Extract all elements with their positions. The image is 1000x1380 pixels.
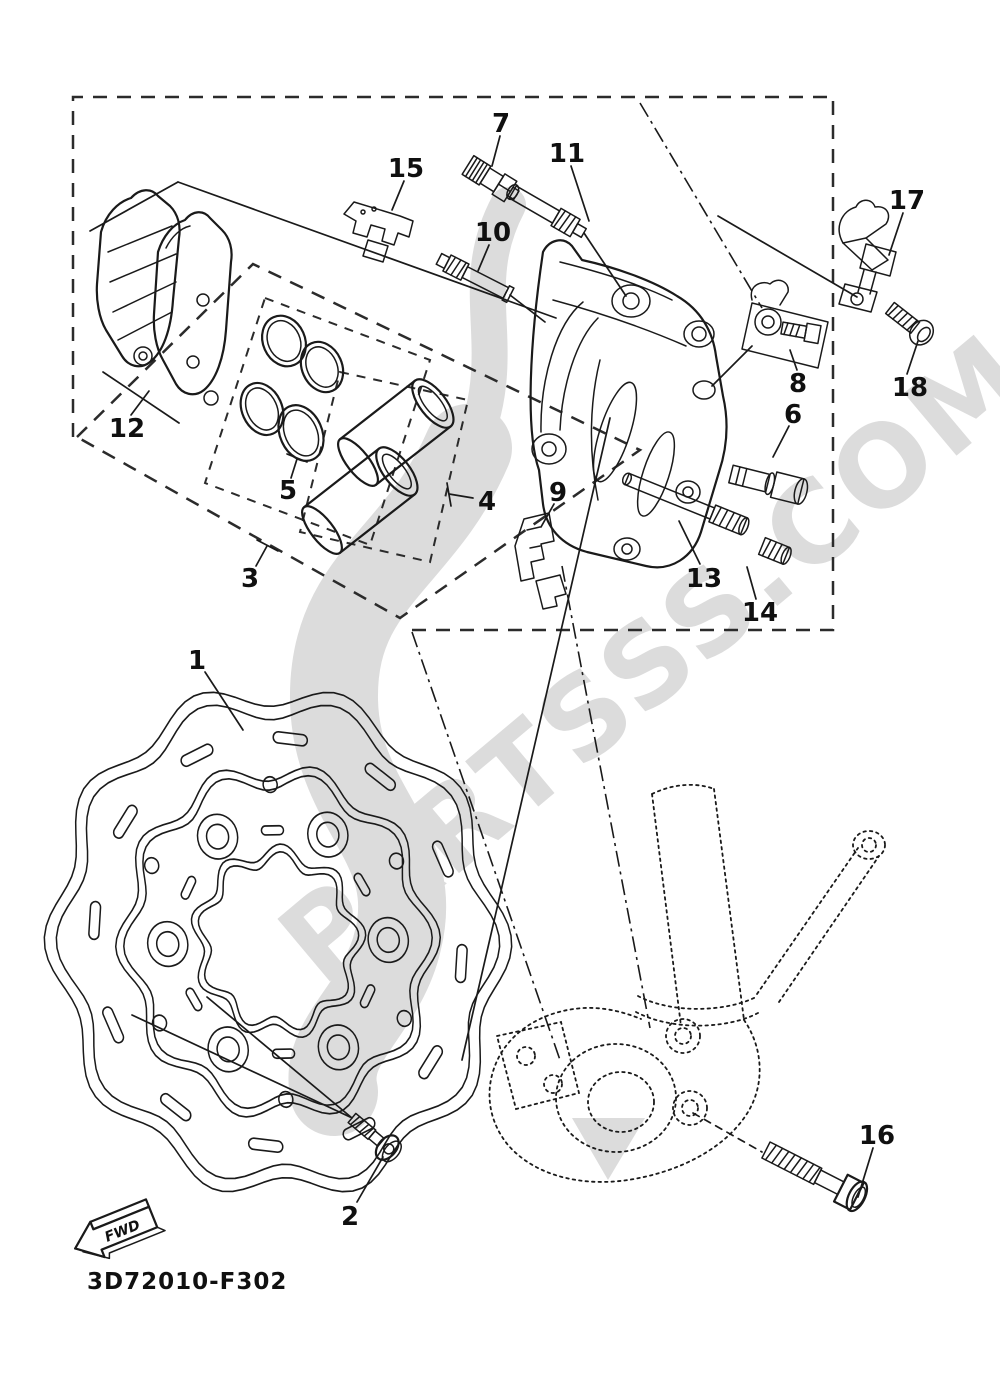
slide-pin	[728, 464, 809, 505]
pad-pin	[621, 472, 750, 536]
hose-joint	[741, 279, 829, 369]
callout-1-label: 1	[188, 646, 206, 676]
fwd-arrow-outline-icon	[74, 1205, 159, 1259]
callout-13-label: 13	[686, 564, 722, 594]
watermark-flame-drop-icon	[572, 1118, 645, 1180]
callout-2-leader	[356, 1156, 384, 1203]
callout-7-label: 7	[492, 109, 510, 139]
callout-9-leader	[540, 503, 555, 528]
front-fork	[488, 784, 886, 1183]
callout-14-label: 14	[742, 598, 778, 628]
callout-5-leader	[286, 453, 308, 463]
pin-bolt-11	[506, 183, 587, 239]
callout-13-leader	[678, 520, 701, 565]
callout-1-leader	[204, 671, 244, 731]
pin-bolt-10	[435, 252, 515, 304]
callout-4-label: 4	[478, 487, 496, 517]
callout-6-leader	[772, 425, 790, 458]
caliper-body	[529, 239, 728, 569]
callout-8-leader	[789, 349, 798, 371]
watermark: PARTSSS.COM	[256, 187, 1000, 1180]
bolt-18	[884, 301, 935, 346]
callout-18-leader	[906, 340, 919, 375]
callout-2-label: 2	[341, 1202, 359, 1232]
bleed-screw	[461, 154, 520, 203]
hose-bracket	[838, 199, 897, 313]
caliper-mount-bolt	[761, 1141, 869, 1213]
callout-5-leader	[290, 458, 298, 479]
callout-15-leader	[391, 180, 405, 211]
callout-12-label: 12	[109, 414, 145, 444]
callout-18-label: 18	[892, 373, 928, 403]
callout-10-leader	[477, 244, 490, 272]
reference-lines	[89, 102, 858, 1153]
callout-4-leader	[446, 482, 452, 507]
fwd-arrow: FWD	[74, 1198, 166, 1260]
callout-4-leader	[448, 493, 474, 499]
callout-8-label: 8	[789, 369, 807, 399]
callout-16-label: 16	[859, 1121, 895, 1151]
callout-12-leader	[130, 390, 150, 416]
caliper-pistons	[301, 378, 455, 555]
callout-7-leader	[491, 135, 501, 167]
callout-10-label: 10	[475, 218, 511, 248]
callout-6-label: 6	[784, 400, 802, 430]
callout-17-label: 17	[889, 186, 925, 216]
callout-11-label: 11	[549, 139, 585, 169]
brake-pads	[95, 189, 233, 406]
callout-16-leader	[857, 1147, 874, 1198]
piston-set-box	[298, 370, 470, 564]
callout-3-leader	[255, 545, 268, 567]
disc-bolt	[347, 1112, 402, 1163]
callout-5-label: 5	[279, 476, 297, 506]
caliper-assembly-box	[71, 95, 835, 632]
callout-17-leader	[888, 212, 904, 256]
callout-3-label: 3	[241, 564, 259, 594]
pin-plug	[757, 536, 792, 565]
callout-11-leader	[570, 165, 590, 222]
callout-9-label: 9	[549, 478, 567, 508]
callout-15-label: 15	[388, 154, 424, 184]
pad-retainer	[343, 201, 414, 263]
callout-3-leader	[256, 539, 279, 552]
brake-disc	[43, 691, 513, 1193]
piston-seals	[239, 314, 345, 462]
part-code: 3D72010-F302	[87, 1269, 287, 1295]
seal-kit-box	[74, 262, 643, 620]
pad-spring	[514, 512, 567, 610]
callout-14-leader	[746, 566, 757, 600]
